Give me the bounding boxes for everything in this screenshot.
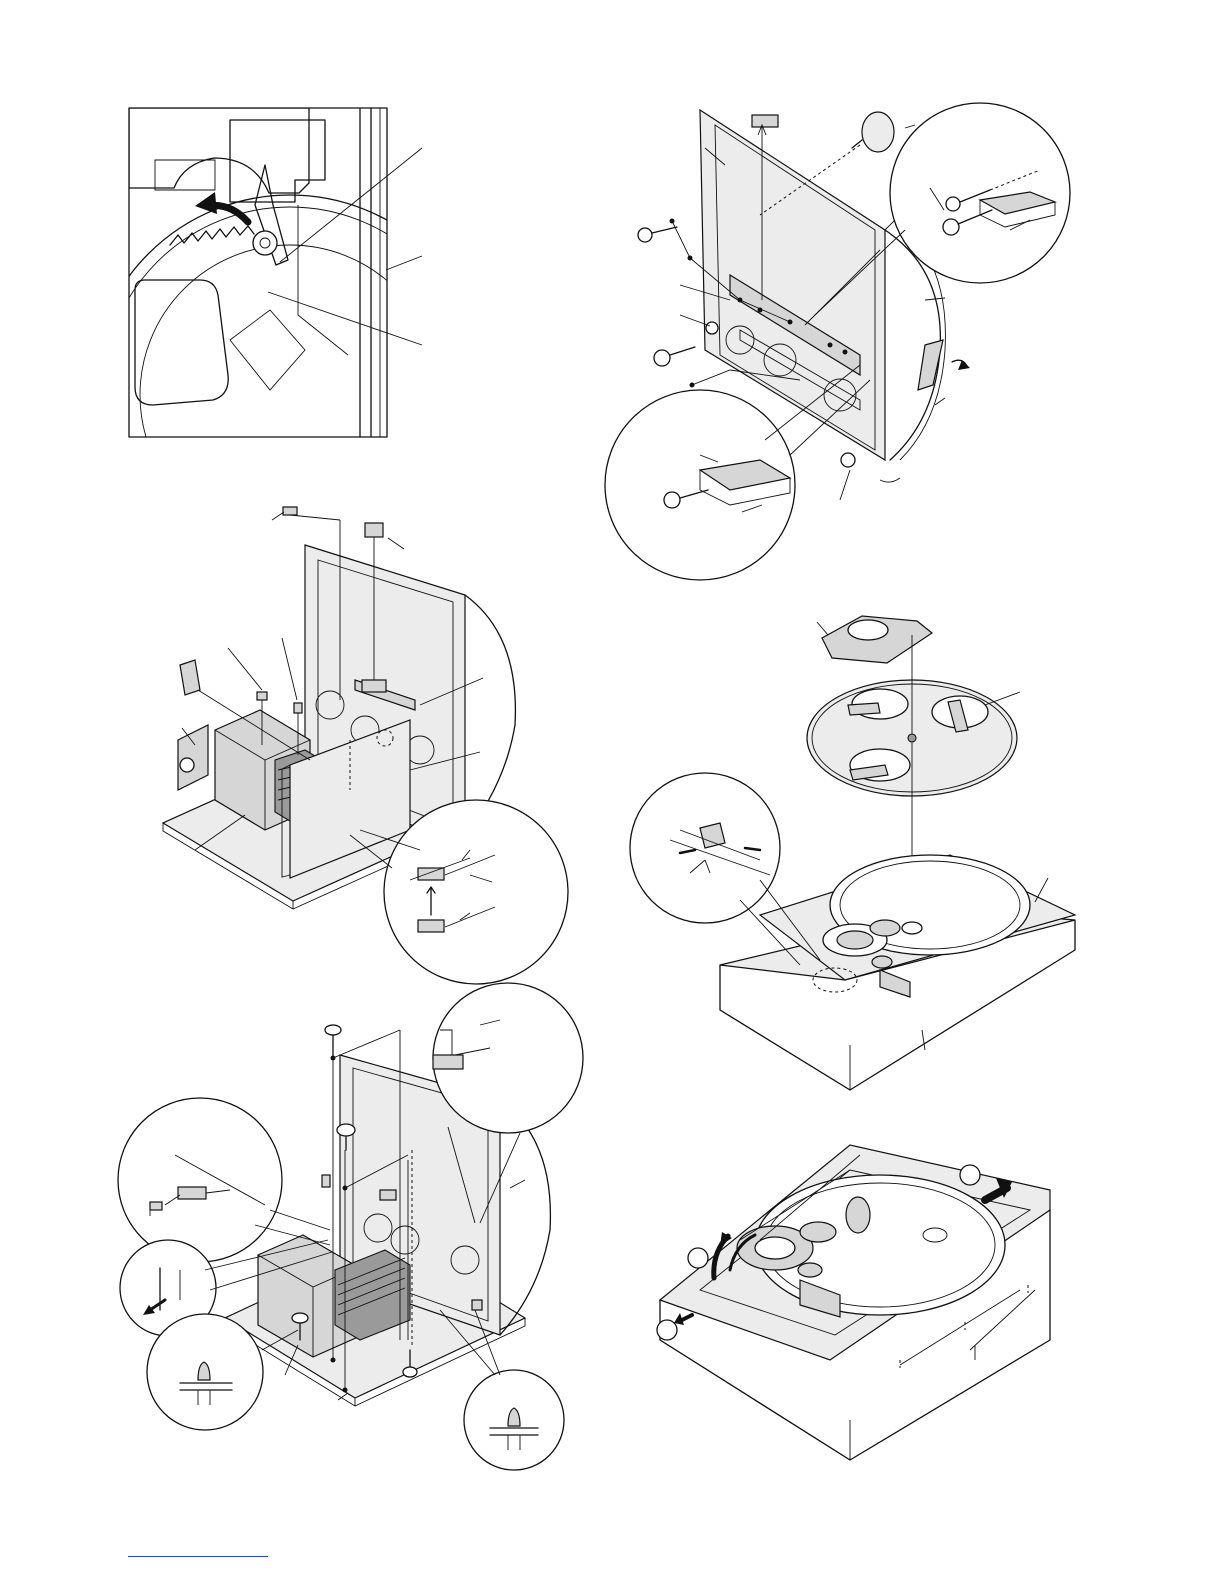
footer-link-underline[interactable]: [128, 1556, 268, 1557]
connector-plug: [365, 523, 383, 537]
flat-cable: [180, 660, 200, 695]
disc-tray-exploded-figure: [630, 616, 1075, 1090]
flat-cable: [752, 115, 778, 127]
board-connector-figure: [163, 507, 568, 984]
gear-window: [135, 280, 228, 405]
disc-tray-assembly-figure: [657, 1145, 1050, 1460]
volume-knob: [862, 112, 894, 152]
screw-icon: [654, 347, 695, 366]
large-gear: [90, 195, 490, 595]
step-marker: [688, 1248, 708, 1268]
screw-icon: [638, 227, 677, 242]
zoom-circle: [890, 103, 1070, 283]
connector-plug: [283, 507, 297, 515]
washer: [706, 322, 718, 334]
screw-icon: [325, 1025, 341, 1055]
gear-arm-detail-figure: [90, 108, 490, 595]
housing-block: [230, 120, 325, 202]
gear-teeth: [170, 226, 254, 245]
detail-frame: [129, 108, 387, 437]
housing-upper: [129, 108, 309, 193]
leader-line: [386, 256, 422, 270]
bottom-screw-figure: [118, 983, 583, 1470]
step-marker: [960, 1165, 980, 1185]
side-pcb: [178, 725, 208, 790]
front-panel-screw-figure: [605, 103, 1070, 580]
zoom-circle: [118, 1098, 282, 1262]
zoom-circle: [384, 800, 568, 984]
leader-line: [268, 292, 422, 345]
leader-line: [280, 148, 422, 262]
